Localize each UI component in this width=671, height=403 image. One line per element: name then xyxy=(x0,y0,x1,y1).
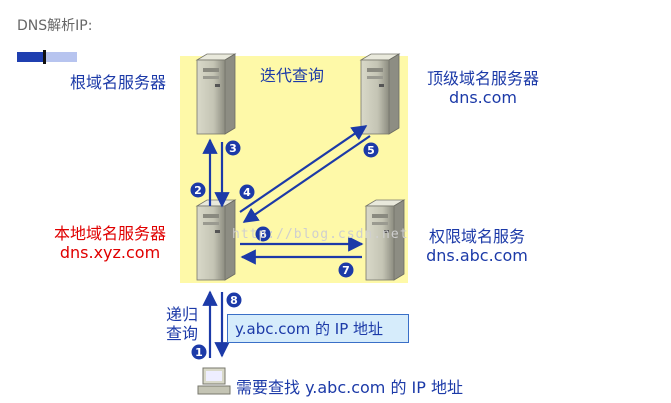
svg-text:6: 6 xyxy=(259,228,267,241)
svg-text:7: 7 xyxy=(342,264,350,277)
local-server-icon xyxy=(196,199,236,281)
recursive-query-label: 递归 查询 xyxy=(166,305,198,343)
client-label: 需要查找 y.abc.com 的 IP 地址 xyxy=(236,378,464,397)
root-server-icon xyxy=(196,53,236,135)
svg-text:3: 3 xyxy=(229,142,237,155)
top-level-server-label: 顶级域名服务器 dns.com xyxy=(420,69,546,107)
arrow-step-4 xyxy=(239,125,368,213)
authoritative-server-domain: dns.abc.com xyxy=(426,246,528,265)
step-badge-3: 3 xyxy=(225,140,241,156)
authoritative-server-name: 权限域名服务 xyxy=(428,227,525,246)
local-server-domain: dns.xyz.com xyxy=(59,243,161,262)
step-badge-4: 4 xyxy=(239,184,255,200)
svg-text:8: 8 xyxy=(230,294,238,307)
page-caption: DNS解析IP: xyxy=(17,18,93,34)
svg-text:2: 2 xyxy=(194,184,202,197)
answer-box: y.abc.com 的 IP 地址 xyxy=(227,314,409,343)
step-badge-2: 2 xyxy=(190,182,206,198)
section-marker xyxy=(17,50,77,64)
local-server-label: 本地域名服务器 dns.xyz.com xyxy=(46,224,174,262)
client-computer-icon xyxy=(197,367,231,395)
step-badge-5: 5 xyxy=(363,142,379,158)
step-badge-8: 8 xyxy=(226,292,242,308)
root-server-label: 根域名服务器 xyxy=(70,73,167,92)
svg-text:5: 5 xyxy=(367,144,375,157)
step-badge-6: 6 xyxy=(255,226,271,242)
step-badge-7: 7 xyxy=(338,262,354,278)
top-level-server-domain: dns.com xyxy=(449,88,517,107)
recursive-query-line-2: 查询 xyxy=(166,324,199,343)
top-level-server-icon xyxy=(360,53,400,135)
step-badge-1: 1 xyxy=(191,344,207,360)
svg-text:1: 1 xyxy=(195,346,203,359)
svg-text:4: 4 xyxy=(243,186,251,199)
watermark: http://blog.csdn.net xyxy=(232,227,409,242)
local-server-name: 本地域名服务器 xyxy=(53,224,166,243)
recursive-query-line-1: 递归 xyxy=(166,305,199,324)
authoritative-server-label: 权限域名服务 dns.abc.com xyxy=(420,227,534,265)
arrow-step-5 xyxy=(242,135,371,223)
iterative-query-label: 迭代查询 xyxy=(260,66,325,85)
top-level-server-name: 顶级域名服务器 xyxy=(426,69,539,88)
